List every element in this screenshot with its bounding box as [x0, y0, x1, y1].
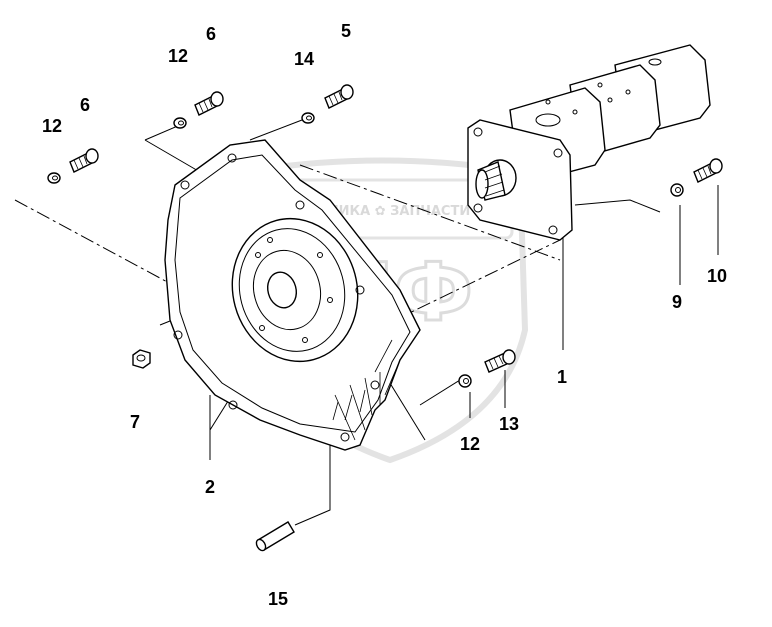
bolt-6-left	[69, 148, 99, 173]
callout-10: 10	[707, 266, 727, 286]
callout-13: 13	[499, 414, 519, 434]
callout-12-bottom: 12	[460, 434, 480, 454]
washer-12-left	[47, 172, 61, 184]
callout-14: 14	[294, 49, 314, 69]
dowel-pin-15	[255, 521, 295, 552]
washer-12-top	[173, 117, 187, 129]
callout-6-top: 6	[206, 24, 216, 44]
bolt-13	[484, 349, 516, 373]
callout-9: 9	[672, 292, 682, 312]
callout-12-top: 12	[168, 46, 188, 66]
washer-12-bottom	[458, 374, 472, 388]
callout-6-left: 6	[80, 95, 90, 115]
bolt-5	[324, 84, 354, 109]
bell-housing	[164, 139, 421, 451]
callout-1: 1	[557, 367, 567, 387]
callout-15: 15	[268, 589, 288, 609]
callout-5: 5	[341, 21, 351, 41]
callout-2: 2	[205, 477, 215, 497]
fasteners	[47, 84, 723, 552]
callouts: 1 2 5 6 6 7 9 10 12 12 12 13 14 15	[42, 21, 727, 609]
nut-7	[132, 349, 151, 369]
bolt-10	[693, 158, 723, 183]
leader-lines	[14, 119, 719, 526]
hydraulic-pump	[467, 44, 711, 241]
washer-9	[670, 183, 684, 197]
washer-14	[301, 112, 315, 124]
callout-12-left: 12	[42, 116, 62, 136]
callout-7: 7	[130, 412, 140, 432]
bolt-6-top	[194, 91, 224, 116]
